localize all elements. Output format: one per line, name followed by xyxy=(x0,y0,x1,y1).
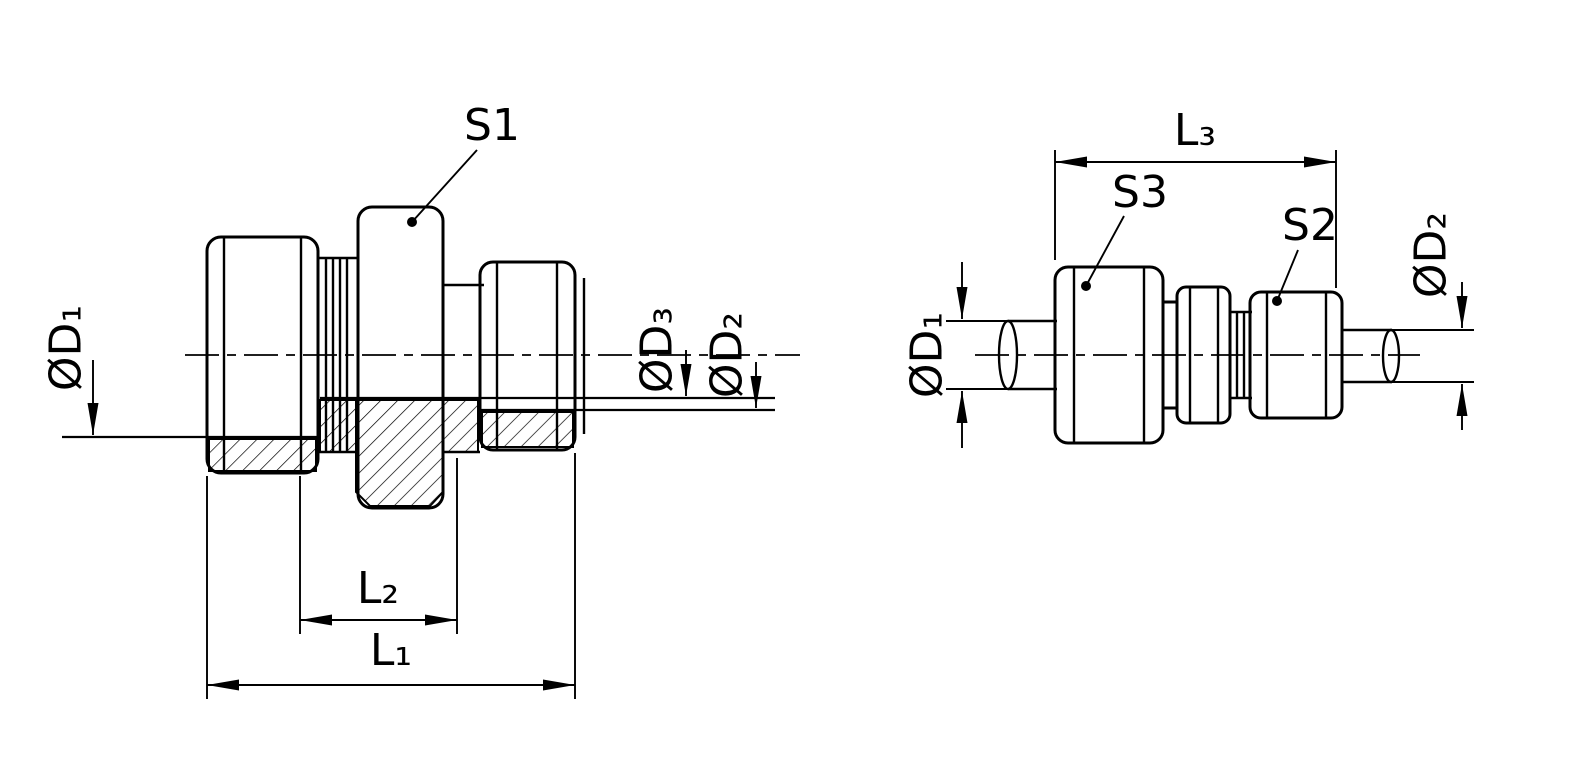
fitting-detail-lines xyxy=(1008,267,1392,443)
right-hex-nut-outline xyxy=(478,260,577,452)
right-tube-end xyxy=(1381,328,1401,384)
hatch-shoulder xyxy=(442,399,479,453)
s3-leader-dot xyxy=(1081,281,1091,291)
label-length-l1: L₁ xyxy=(370,625,412,676)
label-diameter-d1: ØD₁ xyxy=(41,305,92,391)
side-fitting-view: L₃ S3 S2 ØD₁ ØD₂ xyxy=(902,105,1474,448)
label-diameter-d1: ØD₁ xyxy=(902,312,953,398)
hatch-left-band xyxy=(208,438,317,472)
label-s1: S1 xyxy=(464,100,520,151)
label-diameter-d3: ØD₃ xyxy=(632,307,683,393)
label-s3: S3 xyxy=(1112,167,1168,218)
center-hex-body-outline xyxy=(356,205,445,510)
left-hex-nut-outline xyxy=(205,235,320,475)
hatch-neck xyxy=(319,399,357,453)
label-s2: S2 xyxy=(1282,200,1338,251)
right-hex-nut-outline xyxy=(1248,290,1344,420)
s1-leader-dot xyxy=(407,217,417,227)
s2-leader-dot xyxy=(1272,296,1282,306)
hatch-stud xyxy=(355,399,444,507)
label-diameter-d2: ØD₂ xyxy=(702,312,753,398)
bore-lines xyxy=(62,396,775,439)
hatch-right-hex xyxy=(481,411,574,448)
locknut-outline xyxy=(1175,285,1232,425)
label-length-l3: L₃ xyxy=(1174,105,1216,156)
label-diameter-d2: ØD₂ xyxy=(1406,212,1457,298)
sectioned-fitting-view: S1 ØD₁ ØD₃ ØD₂ L₂ L₁ xyxy=(41,100,800,699)
label-length-l2: L₂ xyxy=(357,563,399,614)
fitting-detail-lines xyxy=(222,237,586,473)
dimension-lines-right-view xyxy=(946,150,1474,448)
